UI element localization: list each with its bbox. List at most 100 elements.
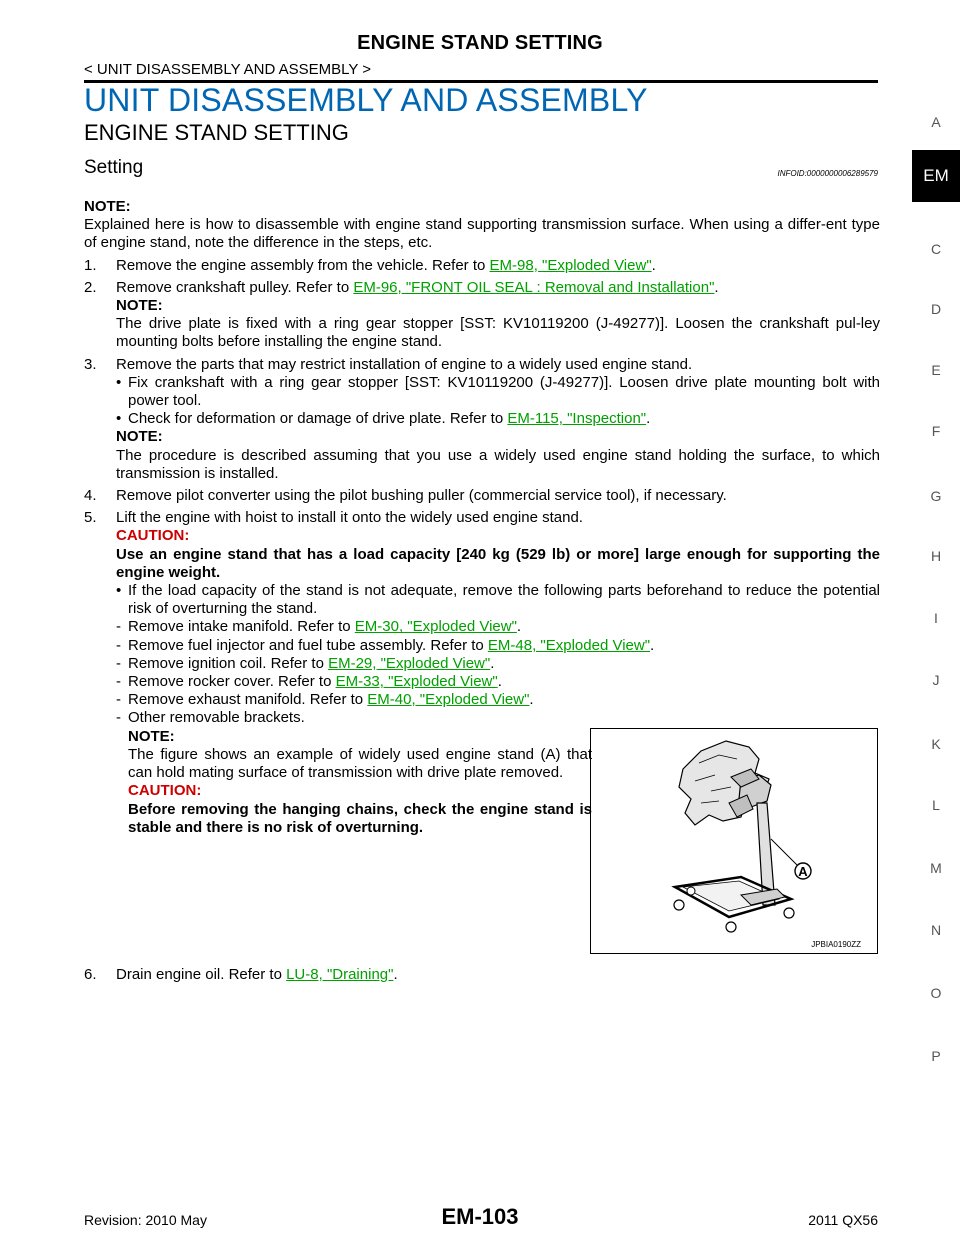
sidebar-index-letter[interactable]: N <box>930 922 942 938</box>
step-number: 6. <box>84 966 97 983</box>
dash-marker: - <box>116 618 121 636</box>
sidebar-index-letter[interactable]: F <box>931 423 941 439</box>
punct: . <box>529 691 534 709</box>
reference-link[interactable]: EM-30, "Exploded View" <box>354 618 517 636</box>
step-text: Remove the parts that may restrict insta… <box>116 355 693 373</box>
removal-list-item: -Remove rocker cover. Refer to EM-33, "E… <box>116 673 880 691</box>
reference-link[interactable]: EM-96, "FRONT OIL SEAL : Removal and Ins… <box>353 278 715 296</box>
reference-link[interactable]: LU-8, "Draining" <box>286 966 394 983</box>
removal-list-text: Remove fuel injector and fuel tube assem… <box>128 636 488 654</box>
sidebar-index-letter[interactable]: K <box>931 736 941 752</box>
step-3: 3. Remove the parts that may restrict in… <box>84 356 880 483</box>
reference-link[interactable]: EM-29, "Exploded View" <box>328 654 491 672</box>
footer-revision: Revision: 2010 May <box>84 1212 207 1228</box>
punct: . <box>651 256 656 274</box>
header-divider <box>84 80 878 83</box>
removal-list-text: Remove exhaust manifold. Refer to <box>128 691 368 709</box>
note-label: NOTE: <box>116 428 163 446</box>
step-1: 1. Remove the engine assembly from the v… <box>84 257 880 275</box>
reference-link[interactable]: EM-33, "Exploded View" <box>335 673 498 691</box>
reference-link[interactable]: EM-98, "Exploded View" <box>489 256 652 274</box>
step-text: Remove pilot converter using the pilot b… <box>116 487 727 505</box>
punct: . <box>497 673 502 691</box>
section-title: UNIT DISASSEMBLY AND ASSEMBLY <box>84 82 648 118</box>
reference-link[interactable]: EM-48, "Exploded View" <box>487 636 651 654</box>
page-header-title: ENGINE STAND SETTING <box>357 32 603 54</box>
removal-list-text: Remove rocker cover. Refer to <box>128 673 336 691</box>
bullet-icon: • <box>116 582 122 600</box>
note-label: NOTE: <box>116 297 163 315</box>
step-text: Remove crankshaft pulley. Refer to <box>116 278 354 296</box>
dash-marker: - <box>116 654 121 672</box>
figure-code: JPBIA0190ZZ <box>811 940 861 949</box>
caster-wheel <box>783 907 795 919</box>
sidebar-index-letter[interactable]: E <box>931 362 941 378</box>
stand-base <box>671 875 795 919</box>
sidebar-index-letter[interactable]: J <box>932 672 940 688</box>
sidebar-index-letter[interactable]: G <box>930 488 942 504</box>
bullet-item: •Fix crankshaft with a ring gear stopper… <box>116 374 880 410</box>
intro-note-text: Explained here is how to disassemble wit… <box>84 216 880 252</box>
sidebar-index-letter[interactable]: L <box>932 797 940 813</box>
bullet-icon: • <box>116 410 122 428</box>
sidebar-index-letter[interactable]: C <box>930 241 942 257</box>
sidebar-index-letter[interactable]: I <box>934 610 938 626</box>
figure-note: NOTE: The figure shows an example of wid… <box>128 728 592 837</box>
sidebar-active-section[interactable]: EM <box>912 150 960 202</box>
sidebar-index-letter[interactable]: A <box>931 114 941 130</box>
step-number: 4. <box>84 487 97 505</box>
step-text: Lift the engine with hoist to install it… <box>116 509 583 527</box>
info-id: INFOID:0000000006289579 <box>777 169 878 178</box>
note-text: The procedure is described assuming that… <box>116 446 880 482</box>
sidebar-index-letter[interactable]: O <box>930 985 942 1001</box>
removal-list-item: -Remove intake manifold. Refer to EM-30,… <box>116 618 880 636</box>
step-2: 2. Remove crankshaft pulley. Refer to EM… <box>84 279 880 352</box>
caution-text: Before removing the hanging chains, chec… <box>128 800 592 836</box>
caution-label: CAUTION: <box>128 782 202 800</box>
callout-line <box>770 838 798 866</box>
dash-marker: - <box>116 673 121 691</box>
subsection-title: ENGINE STAND SETTING <box>84 120 349 145</box>
dash-marker: - <box>116 709 121 727</box>
note-label: NOTE: <box>128 727 175 745</box>
reference-link[interactable]: EM-40, "Exploded View" <box>367 691 530 709</box>
bullet-text: If the load capacity of the stand is not… <box>128 582 880 618</box>
caster-wheel <box>725 921 737 933</box>
reference-link[interactable]: EM-115, "Inspection" <box>507 410 647 428</box>
caster-wheel <box>686 886 696 896</box>
step-number: 2. <box>84 278 97 296</box>
bullet-item: • If the load capacity of the stand is no… <box>116 582 880 618</box>
sidebar-index-letter[interactable]: P <box>931 1048 941 1064</box>
note-text: The drive plate is fixed with a ring gea… <box>116 315 880 351</box>
sidebar-index-letter[interactable]: D <box>930 301 942 317</box>
removal-list-text: Remove ignition coil. Refer to <box>128 654 329 672</box>
caster-wheel <box>673 899 685 911</box>
punct: . <box>714 278 719 296</box>
punct: . <box>393 966 398 983</box>
step-5: 5. Lift the engine with hoist to install… <box>84 509 880 837</box>
removal-list-text: Remove intake manifold. Refer to <box>128 618 355 636</box>
sidebar-index-letter[interactable]: H <box>930 548 942 564</box>
dash-marker: - <box>116 691 121 709</box>
step-6: 6. Drain engine oil. Refer to LU-8, "Dra… <box>84 966 880 984</box>
engine-stand-figure: A JPBIA0190ZZ <box>590 728 878 954</box>
dash-marker: - <box>116 636 121 654</box>
bullet-icon: • <box>116 373 122 391</box>
step-text: Remove the engine assembly from the vehi… <box>116 256 490 274</box>
punct: . <box>646 410 651 428</box>
sidebar-index-letter[interactable]: M <box>930 860 942 876</box>
caution-label: CAUTION: <box>116 527 190 545</box>
intro-note-label: NOTE: <box>84 198 131 215</box>
callout-label: A <box>798 864 808 879</box>
removal-list-text: Other removable brackets. <box>128 709 305 727</box>
topic-title: Setting <box>84 157 144 178</box>
stand-pole <box>756 802 776 906</box>
bullet-item: •Check for deformation or damage of driv… <box>116 410 880 428</box>
punct: . <box>516 618 522 636</box>
engine-stand-illustration: A <box>671 740 812 933</box>
breadcrumb: < UNIT DISASSEMBLY AND ASSEMBLY > <box>84 61 372 78</box>
page-number: EM-103 <box>441 1204 519 1229</box>
punct: . <box>490 654 495 672</box>
document-body: NOTE: Explained here is how to disassemb… <box>84 198 880 837</box>
step-number: 3. <box>84 355 97 373</box>
